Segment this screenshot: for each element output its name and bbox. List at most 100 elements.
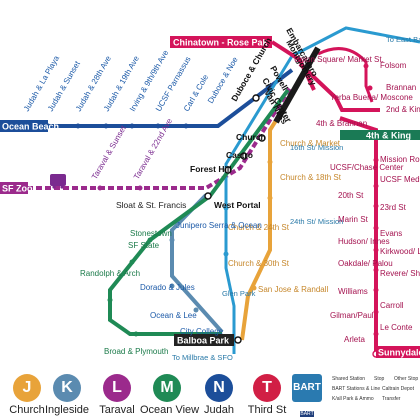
castro-label: Castro bbox=[226, 150, 253, 160]
oakdale-label: Oakdale/ Palou bbox=[338, 259, 393, 268]
bus-wheel-icon bbox=[60, 185, 64, 189]
to-east-bay-label: To East Bay bbox=[386, 35, 420, 44]
route-n-badge: N bbox=[205, 374, 233, 402]
le-conte-label: Le Conte bbox=[380, 323, 413, 332]
route-k-badge: K bbox=[53, 374, 81, 402]
key-stop: Stop bbox=[374, 376, 385, 382]
stop-dot bbox=[137, 185, 143, 191]
stop-dot bbox=[193, 307, 199, 313]
church-18th-label: Church & 18th St bbox=[280, 173, 342, 182]
stop-dot bbox=[251, 285, 257, 291]
kirkwood-label: Kirkwood/ La Salle bbox=[380, 247, 420, 256]
glen-park-label: Glen Park bbox=[222, 289, 256, 298]
route-n[interactable]: N Judah bbox=[192, 374, 246, 416]
stop-dot bbox=[373, 287, 379, 293]
carl-cole-label: Carl & Cole bbox=[182, 73, 211, 113]
stop-dot bbox=[367, 85, 373, 91]
stop-dot bbox=[373, 203, 379, 209]
stop-dot bbox=[133, 331, 139, 337]
twentyfourth-mission-label: 24th St/ Mission bbox=[290, 217, 343, 226]
muni-metro-map: Ocean Beach SF Zoo Chinatown - Rose Pak … bbox=[0, 26, 420, 362]
stop-dot bbox=[373, 331, 379, 337]
stop-dot bbox=[169, 237, 175, 243]
n-judah-line bbox=[0, 68, 294, 128]
route-m[interactable]: M Ocean View bbox=[140, 374, 199, 416]
fourth-king-tag bbox=[340, 130, 420, 140]
gilman-label: Gilman/Paul bbox=[330, 311, 374, 320]
fourth-brannan-label: 4th & Brannan bbox=[316, 119, 367, 128]
bart-track bbox=[224, 26, 420, 354]
ocean-lee-label: Ocean & Lee bbox=[150, 311, 197, 320]
san-jose-randall-label: San Jose & Randall bbox=[258, 285, 328, 294]
church-30th-label: Church & 30th St bbox=[228, 259, 290, 268]
yerba-label: Yerba Buena/ Moscone bbox=[330, 93, 413, 102]
sf-zoo-label: SF Zoo bbox=[2, 184, 33, 194]
route-bart-name: BART bbox=[300, 411, 314, 417]
to-millbrae-label: To Millbrae & SFO bbox=[172, 353, 233, 362]
stop-dot bbox=[155, 123, 161, 129]
route-j[interactable]: J Church bbox=[0, 374, 54, 416]
bus-shuttle-icon bbox=[50, 174, 66, 186]
stop-dot bbox=[373, 183, 379, 189]
stop-dot bbox=[223, 205, 229, 211]
stop-dot bbox=[103, 123, 109, 129]
taraval-sunset-label: Taraval & Sunset bbox=[90, 123, 128, 181]
brannan-label: Brannan bbox=[386, 83, 416, 92]
stop-dot bbox=[107, 297, 113, 303]
route-m-badge: M bbox=[153, 374, 181, 402]
stop-dot bbox=[373, 267, 379, 273]
twentythird-label: 23rd St bbox=[380, 203, 407, 212]
stop-dot bbox=[204, 192, 212, 200]
bus-wheel-icon bbox=[52, 185, 56, 189]
key-transfer: Transfer bbox=[382, 396, 401, 402]
stonestown-label: Stonestown bbox=[130, 229, 172, 238]
stop-dot bbox=[75, 123, 81, 129]
key-bart-stations: BART Stations & Line bbox=[332, 386, 381, 392]
sunnydale-label: Sunnydale bbox=[378, 348, 420, 358]
folsom-label: Folsom bbox=[380, 61, 407, 70]
stop-dot bbox=[267, 195, 273, 201]
church-24th-label: Church & 24th St bbox=[228, 223, 290, 232]
second-king-label: 2nd & King bbox=[386, 105, 420, 114]
chinatown-tag bbox=[170, 36, 272, 48]
route-n-name: Judah bbox=[204, 404, 234, 416]
stop-dot bbox=[258, 134, 266, 142]
arleta-label: Arleta bbox=[344, 335, 365, 344]
sixteenth-mission-label: 16th St/ Mission bbox=[290, 143, 343, 152]
stop-dot bbox=[129, 259, 135, 265]
sf-zoo-tag bbox=[0, 182, 28, 194]
route-k[interactable]: K Ingleside bbox=[40, 374, 94, 416]
stop-dot bbox=[373, 225, 379, 231]
chinatown-label: Chinatown - Rose Pak bbox=[173, 38, 269, 48]
marin-label: Marin St bbox=[338, 215, 369, 224]
stop-dot bbox=[373, 157, 379, 163]
route-t-name: Third St bbox=[247, 404, 287, 416]
ucsf-chase-label: UCSF/Chase Center bbox=[330, 163, 404, 172]
key-other-stop: Other Stop bbox=[394, 376, 419, 382]
stop-dot bbox=[183, 123, 189, 129]
route-k-name: Ingleside bbox=[44, 404, 90, 416]
map-key: Shared Station Stop Other Stop BART Stat… bbox=[322, 374, 418, 414]
stop-dot bbox=[252, 94, 260, 102]
embarcadero-loop bbox=[317, 47, 374, 103]
balboa-park-label: Balboa Park bbox=[177, 336, 230, 346]
ocean-beach-label: Ocean Beach bbox=[2, 122, 59, 132]
route-bart[interactable]: BART BART bbox=[280, 374, 334, 420]
stop-dot bbox=[373, 247, 379, 253]
stop-dot bbox=[169, 283, 175, 289]
church-market-label: Church & Market bbox=[280, 139, 341, 148]
mission-rock-label: Mission Rock bbox=[380, 155, 420, 164]
station-dots bbox=[17, 63, 380, 358]
stop-dot bbox=[363, 63, 369, 69]
route-l[interactable]: L Taraval bbox=[90, 374, 144, 416]
j-church-line bbox=[240, 90, 296, 341]
revere-label: Revere/ Shafter bbox=[380, 269, 420, 278]
route-t[interactable]: T Third St bbox=[240, 374, 294, 416]
balboa-park-tag bbox=[174, 334, 234, 346]
stop-dot bbox=[147, 237, 153, 243]
church-label: Church bbox=[236, 132, 266, 142]
central-subway-line bbox=[270, 40, 316, 91]
route-legend: J Church K Ingleside L Taraval M Ocean V… bbox=[0, 372, 420, 420]
broad-plymouth-label: Broad & Plymouth bbox=[104, 347, 168, 356]
sunnydale-tag bbox=[376, 346, 420, 358]
